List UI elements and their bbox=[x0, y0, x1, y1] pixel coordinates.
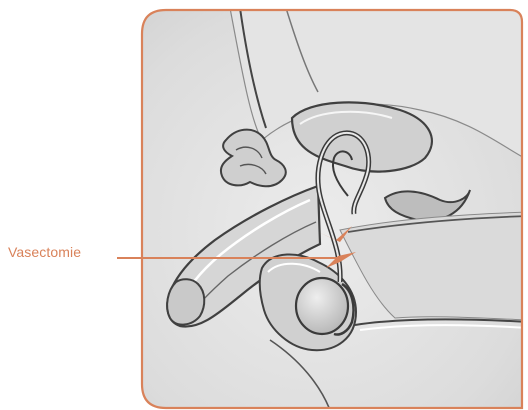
testis bbox=[296, 278, 348, 334]
glans-shape bbox=[167, 279, 204, 324]
vasectomy-label: Vasectomie bbox=[8, 244, 81, 260]
illustration-panel bbox=[140, 8, 528, 410]
